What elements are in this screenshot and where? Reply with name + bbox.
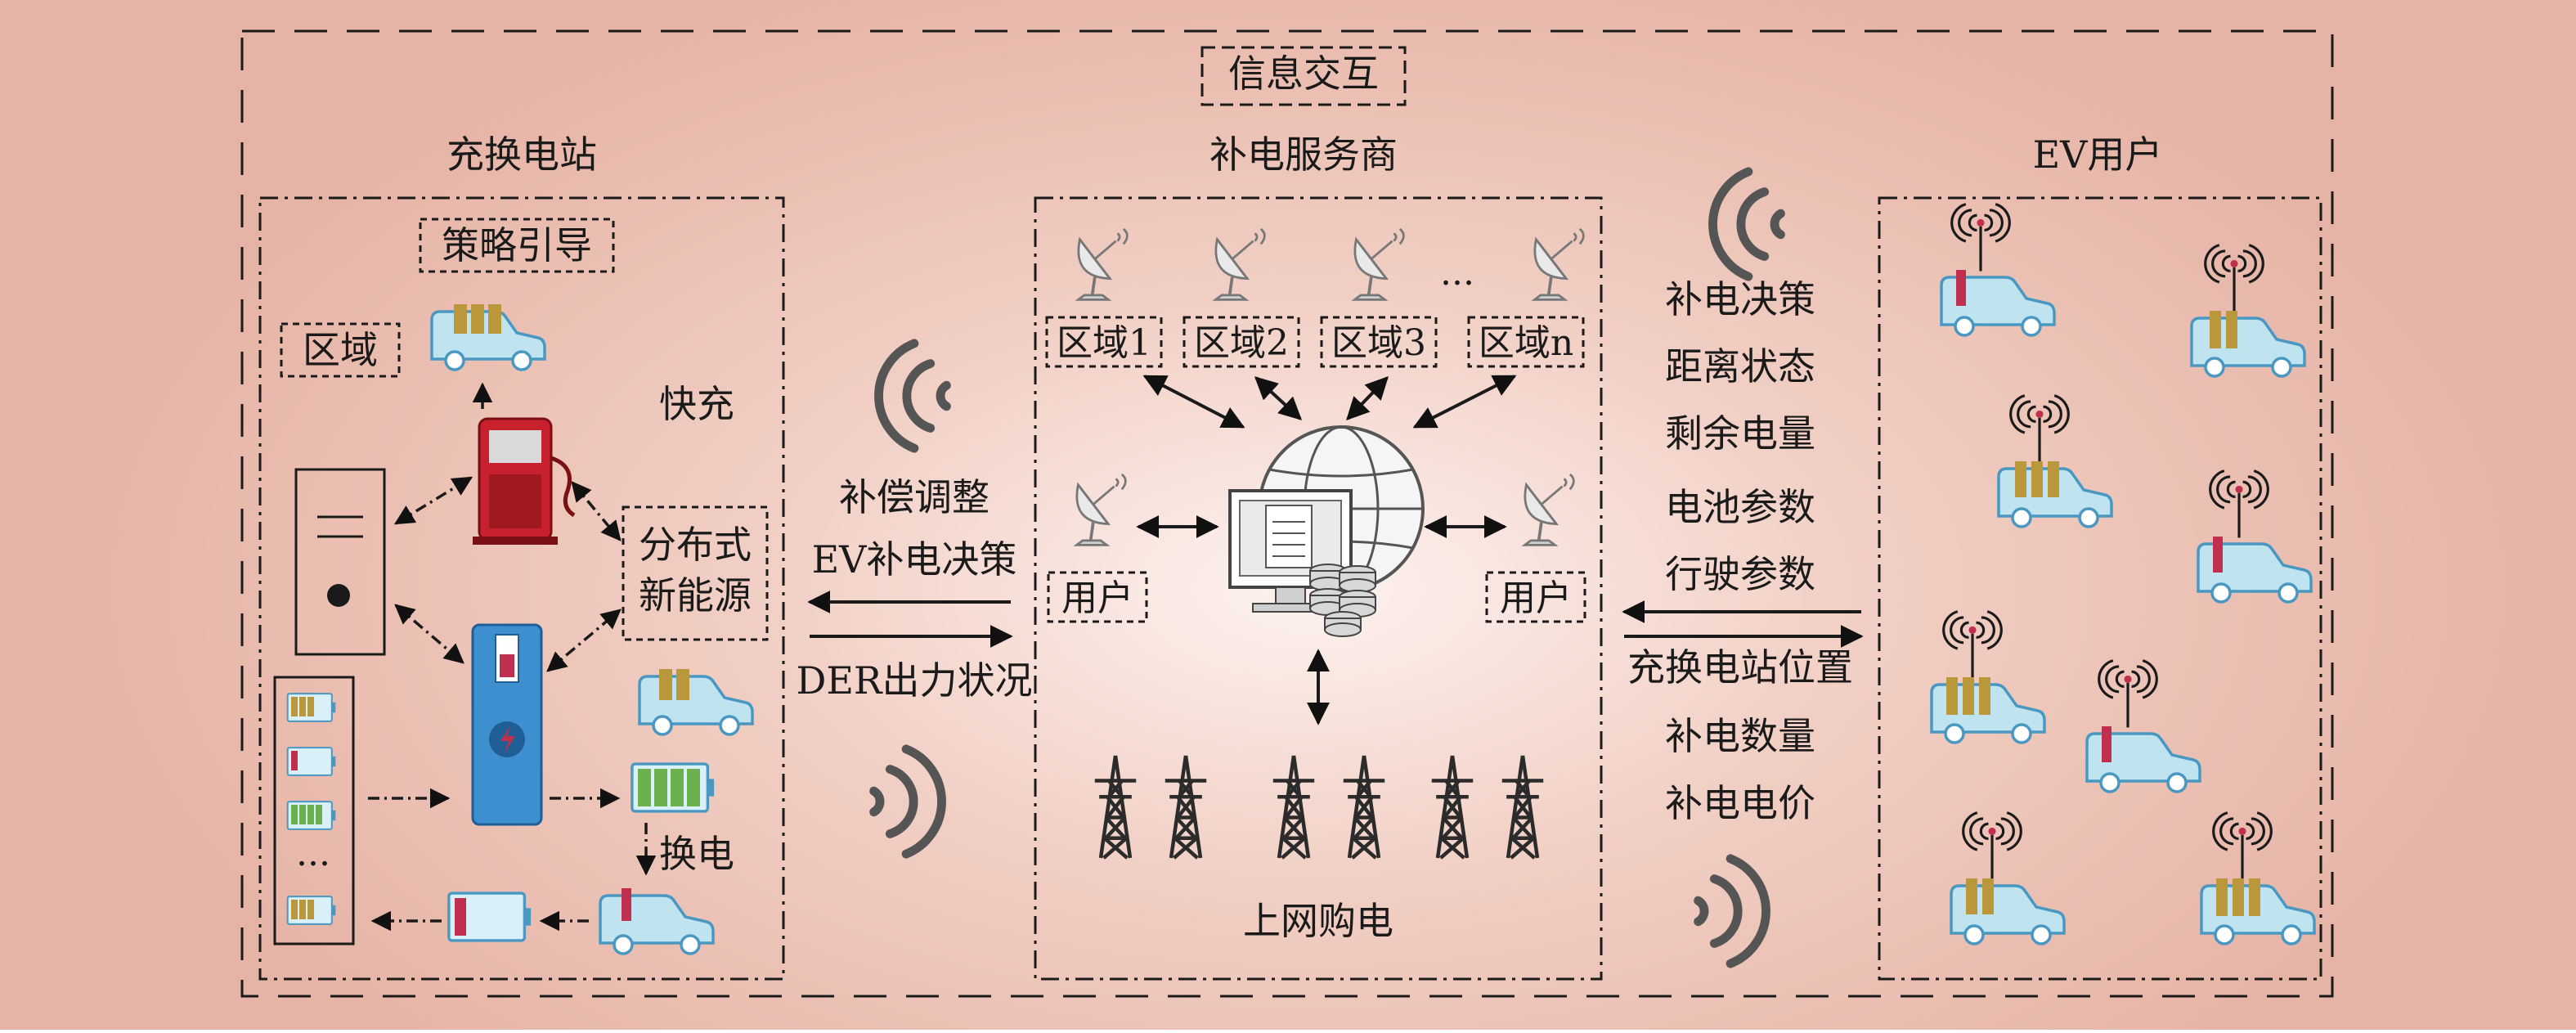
der-status-label: DER出力状况 <box>796 658 1032 703</box>
mr-item-1: 补电决策 <box>1665 277 1815 321</box>
ev-decision-label: EV补电决策 <box>812 537 1017 582</box>
fast-charger-pump <box>473 417 576 545</box>
strategy-label: 策略引导 <box>442 223 592 267</box>
zone-label: 区域 <box>303 328 378 372</box>
signal-wave-right-bottom <box>1699 859 1766 963</box>
ev-user-7 <box>1951 811 2064 944</box>
mr-item-4: 电池参数 <box>1665 485 1815 529</box>
right-title: EV用户 <box>2033 132 2163 177</box>
battery-swap-station <box>471 623 543 826</box>
signal-wave-left-bottom <box>874 749 942 854</box>
dish-zone3 <box>1353 227 1406 302</box>
mr-item-6: 充换电站位置 <box>1627 645 1853 689</box>
ev-car-swap-right <box>640 669 752 734</box>
zone-3-label: 区域3 <box>1331 322 1426 364</box>
der-label-line2: 新能源 <box>639 573 752 618</box>
ev-user-4 <box>2198 469 2311 602</box>
center-arrows <box>1136 375 1517 725</box>
ev-user-6 <box>2087 658 2200 792</box>
der-box <box>622 505 769 641</box>
info-exchange-box <box>1200 46 1407 106</box>
fast-charge-label: 快充 <box>659 382 734 426</box>
user-right-label: 用户 <box>1500 577 1572 619</box>
battery-full-green <box>631 762 716 813</box>
signal-wave-right-top <box>1713 172 1781 276</box>
right-panel <box>1878 196 2322 981</box>
dish-zone1 <box>1076 227 1129 302</box>
strategy-box <box>419 218 615 273</box>
user-left-label: 用户 <box>1061 577 1133 619</box>
zone-n-label: 区域n <box>1479 322 1573 364</box>
info-exchange-label: 信息交互 <box>1228 52 1379 96</box>
outer-frame <box>240 29 2334 998</box>
der-label-line1: 分布式 <box>639 523 752 567</box>
swap-label: 换电 <box>659 832 734 876</box>
ev-car-bottom <box>600 888 713 954</box>
center-panel <box>1034 196 1603 981</box>
signal-wave-left-top <box>879 344 947 448</box>
ev-user-5 <box>1932 609 2044 743</box>
compensation-adjust-label: 补偿调整 <box>839 475 990 519</box>
zone-ellipsis: ... <box>1440 252 1474 294</box>
rack-ellipsis: ... <box>296 833 330 874</box>
zone-boxes <box>1045 316 1585 368</box>
zone-box <box>280 322 401 378</box>
mr-item-8: 补电电价 <box>1665 781 1815 825</box>
ev-user-3 <box>1999 393 2112 527</box>
ev-user-8 <box>2201 811 2314 944</box>
dish-user-left <box>1075 472 1128 547</box>
grid-purchase-label: 上网购电 <box>1243 899 1393 943</box>
battery-depleted <box>447 892 532 942</box>
mr-item-7: 补电数量 <box>1665 714 1815 758</box>
center-title: 补电服务商 <box>1209 132 1398 177</box>
user-right-box <box>1485 571 1586 623</box>
dish-zonen <box>1533 227 1586 302</box>
mr-item-5: 行驶参数 <box>1665 552 1815 596</box>
mr-item-3: 剩余电量 <box>1665 411 1815 456</box>
ev-car-top <box>432 304 545 370</box>
server-globe-icon <box>1228 425 1425 637</box>
user-left-box <box>1047 571 1148 623</box>
zone-2-label: 区域2 <box>1194 322 1289 364</box>
mr-item-2: 距离状态 <box>1665 344 1815 388</box>
power-towers <box>1095 756 1543 858</box>
ev-user-2 <box>2192 243 2304 376</box>
ev-user-1 <box>1941 202 2054 335</box>
dish-zone2 <box>1214 227 1267 302</box>
control-cabinet <box>294 468 386 656</box>
dish-user-right <box>1523 472 1576 547</box>
zone-1-label: 区域1 <box>1057 322 1151 364</box>
left-flow-arrows <box>368 382 657 932</box>
left-title: 充换电站 <box>447 132 597 177</box>
battery-rack <box>273 676 355 945</box>
